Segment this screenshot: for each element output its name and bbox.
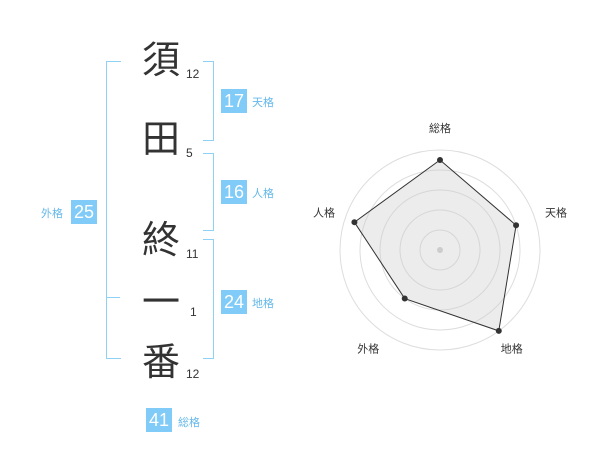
- radar-label-2: 天格: [545, 205, 567, 219]
- tenkaku-label: 天格: [252, 96, 274, 109]
- stroke-count-2: 5: [186, 146, 193, 160]
- chikaku-label: 地格: [252, 297, 274, 310]
- chikaku-bracket: [203, 239, 214, 359]
- jinkaku-value: 16: [221, 180, 247, 204]
- soukaku-value: 41: [146, 408, 172, 432]
- radar-label-5: 人格: [313, 205, 335, 219]
- radar-label-1: 総格: [429, 121, 451, 135]
- radar-ring-2: [399, 209, 481, 291]
- radar-point-1: [437, 157, 443, 163]
- radar-center-dot: [437, 247, 443, 253]
- stroke-count-1: 12: [186, 67, 200, 81]
- name-char-4: 一: [141, 280, 180, 324]
- gaikaku-value: 25: [71, 200, 97, 224]
- radar-ring-3: [379, 189, 501, 311]
- name-char-5: 番: [141, 340, 180, 384]
- name-char-1: 須: [141, 38, 180, 82]
- tenkaku-value: 17: [221, 89, 247, 113]
- stroke-count-5: 12: [186, 367, 200, 381]
- radar-ring-1: [419, 229, 461, 271]
- radar-ring-4: [359, 169, 521, 331]
- chikaku-value: 24: [221, 290, 247, 314]
- radar-point-5: [351, 219, 358, 226]
- name-char-2: 田: [141, 117, 180, 161]
- radar-label-3: 地格: [501, 342, 523, 356]
- stroke-count-4: 1: [190, 305, 197, 319]
- stroke-count-3: 11: [186, 247, 199, 261]
- soukaku-label: 総格: [178, 416, 200, 429]
- jinkaku-bracket: [203, 153, 214, 231]
- radar-point-4: [401, 295, 408, 302]
- radar-point-3: [495, 327, 502, 334]
- tenkaku-bracket: [203, 61, 214, 141]
- radar-label-4: 外格: [357, 342, 379, 356]
- radar-data-polygon: [353, 159, 517, 332]
- name-char-3: 終: [141, 218, 180, 262]
- gaikaku-bracket: [106, 61, 121, 359]
- gaikaku-bracket-divider: [106, 297, 120, 298]
- jinkaku-label: 人格: [252, 187, 274, 200]
- radar-point-2: [513, 222, 520, 229]
- gaikaku-label: 外格: [41, 207, 63, 220]
